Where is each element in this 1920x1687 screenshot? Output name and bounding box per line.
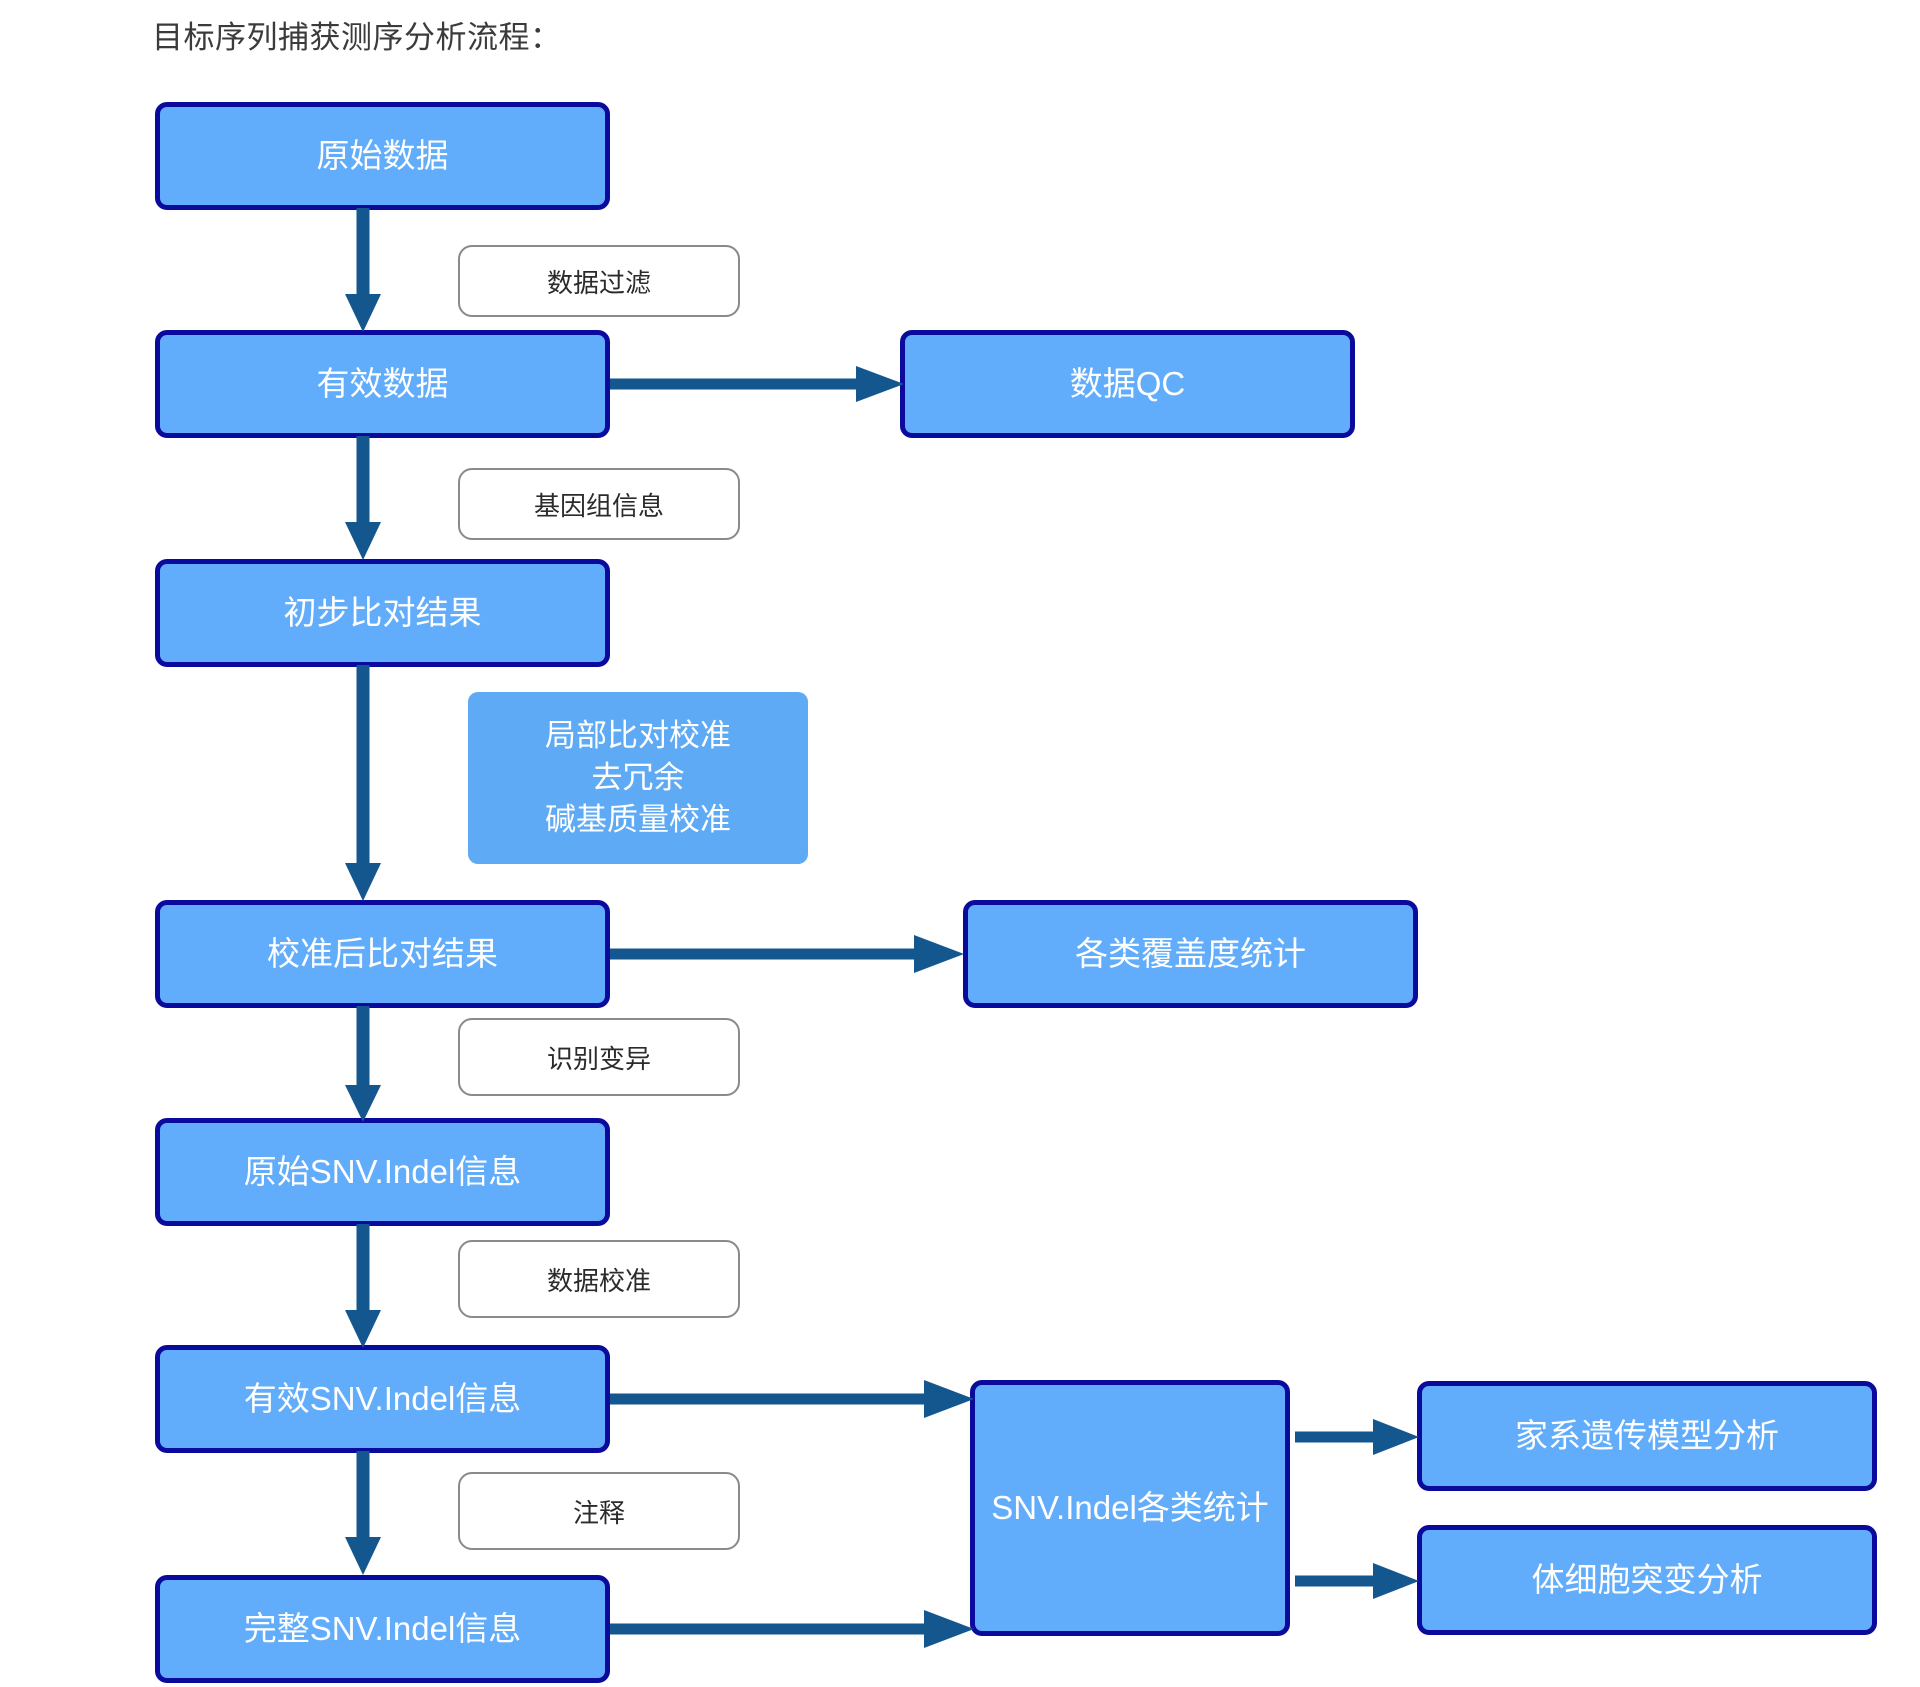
- arrow-valid-to-qc: [610, 360, 910, 408]
- node-snv-indel-stats[interactable]: SNV.Indel各类统计: [970, 1380, 1290, 1636]
- arrow-calibrated-to-coverage: [610, 930, 970, 978]
- edge-label-data-calibration: 数据校准: [458, 1240, 740, 1318]
- arrow-initial-to-calibrated: [338, 665, 388, 905]
- edge-label-annotation: 注释: [458, 1472, 740, 1550]
- edge-label-genome-info: 基因组信息: [458, 468, 740, 540]
- arrow-validsnv-to-complete: [338, 1451, 388, 1579]
- node-valid-data[interactable]: 有效数据: [155, 330, 610, 438]
- arrow-complete-to-stats: [610, 1605, 980, 1653]
- arrow-stats-to-somatic: [1295, 1558, 1423, 1604]
- page-title: 目标序列捕获测序分析流程：: [152, 20, 562, 55]
- node-complete-snv-indel[interactable]: 完整SNV.Indel信息: [155, 1575, 610, 1683]
- node-data-qc[interactable]: 数据QC: [900, 330, 1355, 438]
- node-raw-data[interactable]: 原始数据: [155, 102, 610, 210]
- arrow-stats-to-pedigree: [1295, 1414, 1423, 1460]
- edge-label-data-filter: 数据过滤: [458, 245, 740, 317]
- arrow-calibrated-to-rawsnv: [338, 1006, 388, 1126]
- node-coverage-stats[interactable]: 各类覆盖度统计: [963, 900, 1418, 1008]
- edge-label-variant-calling: 识别变异: [458, 1018, 740, 1096]
- node-valid-snv-indel[interactable]: 有效SNV.Indel信息: [155, 1345, 610, 1453]
- arrow-valid-to-initial: [338, 436, 388, 564]
- edge-label-recalibration-block: 局部比对校准 去冗余 碱基质量校准: [468, 692, 808, 864]
- node-initial-alignment[interactable]: 初步比对结果: [155, 559, 610, 667]
- arrow-rawsnv-to-validsnv: [338, 1224, 388, 1352]
- node-pedigree-analysis[interactable]: 家系遗传模型分析: [1417, 1381, 1877, 1491]
- arrow-raw-to-valid: [338, 208, 388, 336]
- node-somatic-analysis[interactable]: 体细胞突变分析: [1417, 1525, 1877, 1635]
- arrow-validsnv-to-stats: [610, 1375, 980, 1423]
- node-calibrated-alignment[interactable]: 校准后比对结果: [155, 900, 610, 1008]
- node-raw-snv-indel[interactable]: 原始SNV.Indel信息: [155, 1118, 610, 1226]
